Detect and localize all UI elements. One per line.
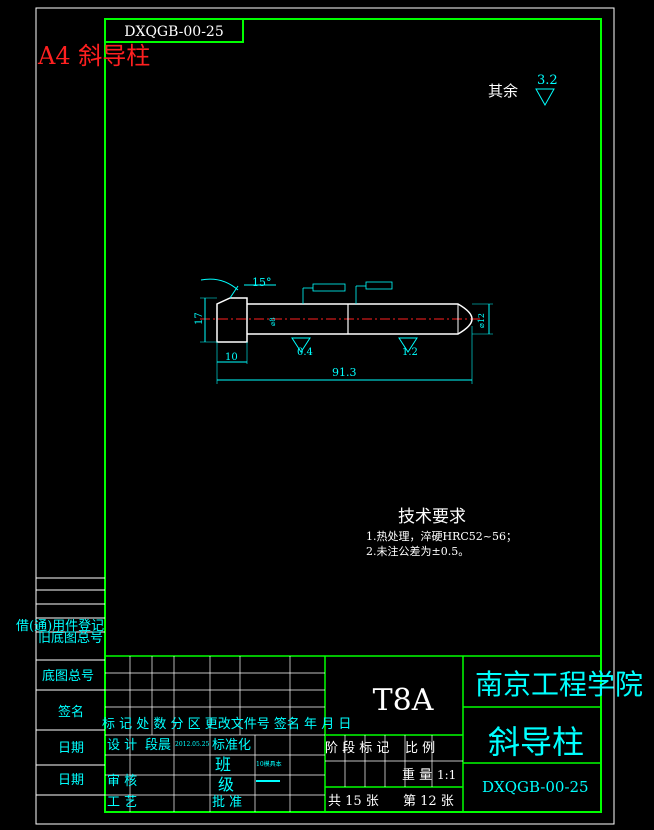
dim-roughness-a: 0.4 — [297, 347, 313, 358]
total-sheets: 共 15 张 — [328, 794, 379, 809]
dim-shaft-dia: ⌀12 — [477, 313, 486, 328]
grade-label: 级 — [218, 775, 234, 794]
tech-item-1: 1.热处理，淬硬HRC52~56； — [366, 529, 517, 543]
designer: 段晨 — [145, 738, 171, 753]
dim-head-len: 10 — [225, 352, 238, 363]
dim-angle: 15° — [252, 276, 272, 289]
std-label: 标准化 — [212, 738, 251, 753]
dim-roughness-b: 1.2 — [402, 347, 418, 358]
title-block — [105, 655, 601, 812]
left-margin-table — [36, 577, 105, 796]
label-old-base: 旧底图总号 — [38, 630, 103, 646]
label-date-1: 日期 — [58, 741, 84, 756]
scale-value: 1:1 — [437, 768, 456, 782]
process-label: 工 艺 — [107, 795, 137, 810]
design-label: 设 计 — [107, 738, 137, 753]
part-drawing: 15° 17 ⌀8 ⌀12 0.4 1.2 10 91.3 — [194, 276, 493, 384]
scale-label: 比 例 — [405, 741, 435, 756]
class-value: 10模具本 — [256, 760, 282, 768]
part-name: 斜导柱 — [488, 723, 584, 761]
dim-head-dia: 17 — [194, 312, 205, 325]
label-borrow: 借(通)用件登记 — [16, 619, 104, 634]
roughness-label: 其余 — [488, 82, 518, 100]
inner-frame — [104, 18, 602, 813]
stage-mark: 阶 段 标 记 — [325, 741, 389, 756]
label-date-2: 日期 — [58, 773, 84, 788]
roughness-value: 3.2 — [537, 73, 558, 88]
sheet-no: 第 12 张 — [403, 794, 454, 809]
label-sign: 签名 — [58, 704, 84, 720]
check-label: 审 核 — [107, 774, 137, 789]
outer-frame — [35, 7, 615, 825]
sheet-label: A4 斜导柱 — [37, 42, 150, 70]
tech-title: 技术要求 — [398, 507, 466, 527]
material: T8A — [373, 683, 434, 718]
row-header: 标 记 处 数 分 区 更改文件号 签名 年 月 日 — [102, 716, 351, 732]
roughness-symbol — [535, 88, 555, 107]
dim-total-len: 91.3 — [332, 366, 357, 379]
class-label: 班 — [215, 755, 231, 774]
tech-item-2: 2.未注公差为±0.5。 — [366, 544, 469, 558]
dim-shaft-dia2: ⌀8 — [269, 317, 277, 326]
school-name: 南京工程学院 — [475, 668, 643, 701]
drawing-number-text: DXQGB-00-25 — [124, 24, 224, 40]
weight-label: 重 量 — [402, 767, 432, 783]
design-date: 2012.05.25 — [175, 741, 210, 748]
drawing-no: DXQGB-00-25 — [482, 778, 589, 796]
label-base: 底图总号 — [42, 668, 94, 684]
drawing-number-box — [104, 18, 244, 43]
approve-label: 批 准 — [212, 795, 242, 810]
